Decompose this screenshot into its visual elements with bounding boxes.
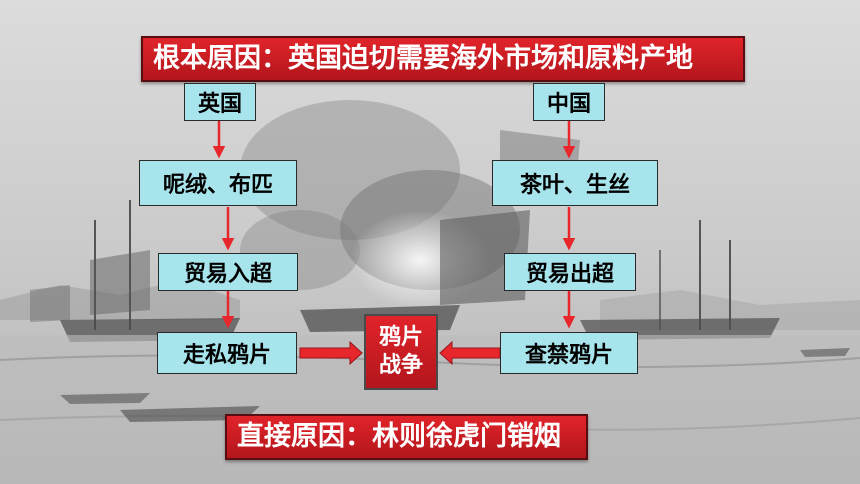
root-cause-banner: 根本原因：英国迫切需要海外市场和原料产地	[141, 36, 745, 82]
opium-war-box: 鸦片 战争	[364, 314, 438, 390]
britain-trade-box: 贸易入超	[158, 253, 298, 291]
opium-war-line2: 战争	[378, 353, 423, 378]
britain-box: 英国	[184, 83, 256, 121]
britain-export-box: 呢绒、布匹	[139, 160, 297, 206]
opium-war-line1: 鸦片	[378, 325, 423, 350]
china-export-box: 茶叶、生丝	[492, 160, 658, 206]
china-box: 中国	[533, 83, 605, 121]
china-action-box: 查禁鸦片	[500, 332, 638, 374]
britain-action-box: 走私鸦片	[157, 332, 297, 374]
china-trade-box: 贸易出超	[504, 253, 636, 291]
direct-cause-banner: 直接原因：林则徐虎门销烟	[225, 414, 588, 460]
